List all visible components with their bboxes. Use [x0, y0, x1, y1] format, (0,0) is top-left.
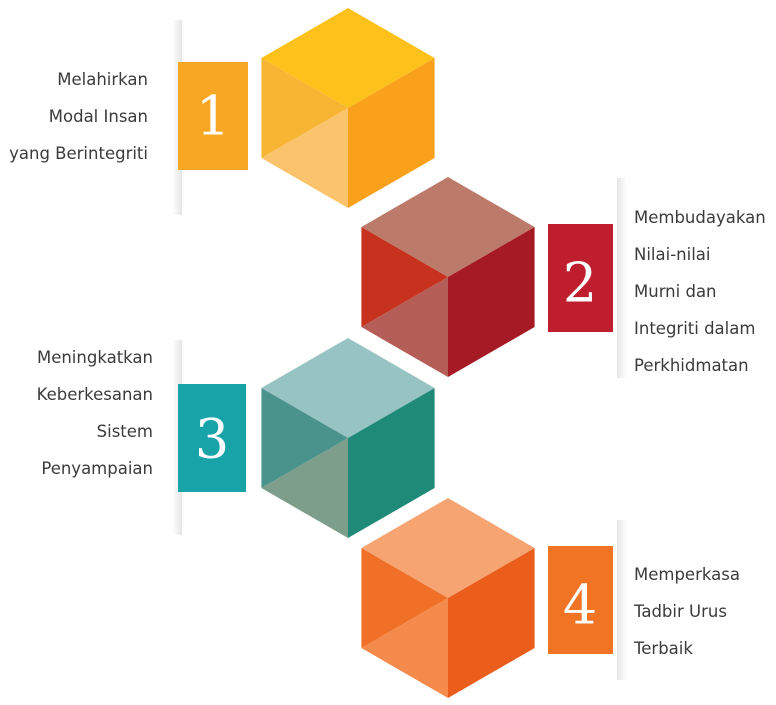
item-label-line: Nilai-nilai: [634, 245, 711, 264]
hexagon-3-facet-right: [348, 388, 435, 538]
number-tab-3: [178, 384, 246, 492]
hexagon-3-facet-left: [261, 388, 348, 488]
item-label-line: Membudayakan: [634, 208, 766, 227]
item-label-line: Melahirkan: [57, 70, 148, 89]
hexagon-1-facet-left: [261, 58, 348, 158]
hexagon-2-facet-lower: [361, 277, 448, 377]
item-label-line: Sistem: [96, 422, 153, 441]
label-shadow-4: [617, 520, 627, 680]
hexagon-4-facet-left: [361, 548, 448, 648]
item-label-line: Keberkesanan: [36, 385, 153, 404]
hexagon-4-facet-lower: [361, 598, 448, 698]
label-shadow-3: [172, 340, 182, 535]
item-label-line: Meningkatkan: [36, 348, 153, 367]
hexagon-3-facet-lower: [261, 438, 348, 538]
item-number-1: 1: [196, 85, 230, 148]
hexagon-1-facet-right: [348, 58, 435, 208]
item-label-line: yang Berintegriti: [9, 144, 148, 163]
item-number-2: 2: [563, 252, 597, 315]
number-tab-1: [178, 62, 248, 170]
label-shadow-2: [617, 178, 627, 378]
item-label-line: Integriti dalam: [634, 319, 756, 338]
hexagon-4: [361, 498, 535, 698]
item-label-line: Murni dan: [634, 282, 717, 301]
item-number-3: 3: [195, 408, 229, 471]
hexagon-3: [261, 338, 435, 538]
number-tab-4: [548, 546, 613, 654]
item-label-line: Perkhidmatan: [634, 356, 749, 375]
hexagon-4-facet-right: [448, 548, 535, 698]
label-shadow-1: [172, 20, 182, 215]
number-tab-2: [548, 224, 613, 332]
item-label-line: Penyampaian: [41, 459, 153, 478]
hexagon-1: [261, 8, 435, 208]
item-label-line: Memperkasa: [634, 565, 740, 584]
hexagon-1-facet-top: [261, 8, 435, 108]
hexagon-2: [361, 177, 535, 377]
hexagon-1-facet-lower: [261, 108, 348, 208]
item-label-line: Modal Insan: [48, 107, 148, 126]
item-number-4: 4: [563, 574, 597, 637]
item-label-line: Tadbir Urus: [634, 602, 727, 621]
item-label-line: Terbaik: [634, 639, 693, 658]
hexagon-3-facet-top: [261, 338, 435, 438]
hexagon-2-facet-right: [448, 227, 535, 377]
hexagon-2-facet-left: [361, 227, 448, 327]
